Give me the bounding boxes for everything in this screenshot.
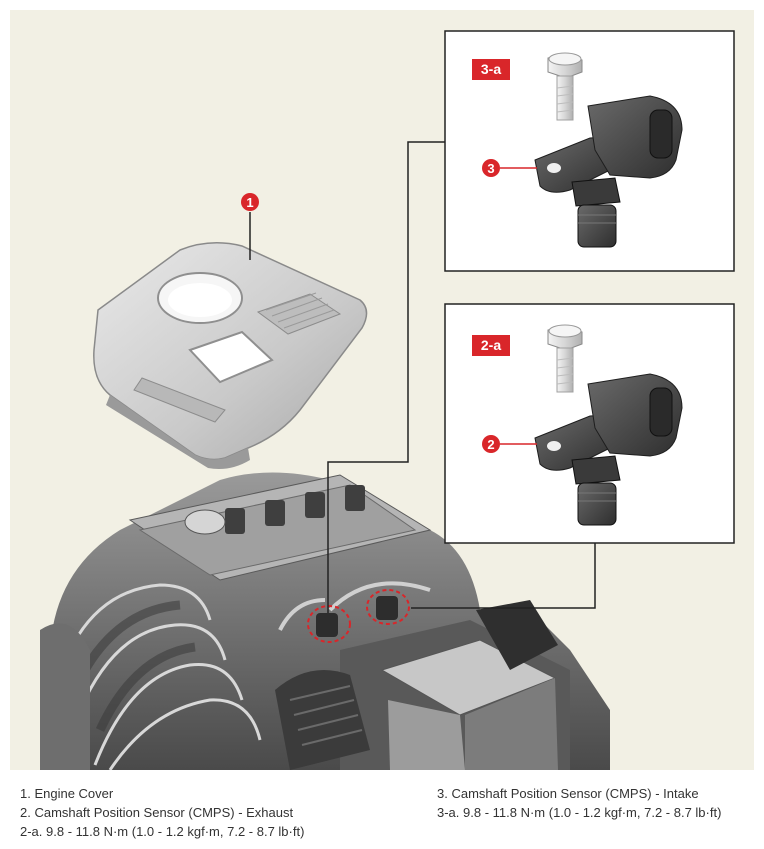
legend-item-2: 2. Camshaft Position Sensor (CMPS) - Exh… <box>20 805 294 820</box>
leader-lines <box>249 141 596 613</box>
engine-cover-illustration <box>93 242 368 469</box>
diagram-panel: 3-a 2-a 1 3 2 <box>10 10 754 770</box>
legend-item-3: 3. Camshaft Position Sensor (CMPS) - Int… <box>437 786 699 801</box>
exhaust-sensor-marker <box>307 605 351 643</box>
torque-tag-2a-label: 2-a <box>481 337 501 353</box>
legend-item-3a: 3-a. 9.8 - 11.8 N·m (1.0 - 1.2 kgf·m, 7.… <box>437 805 722 820</box>
torque-tag-2a: 2-a <box>472 335 510 356</box>
callout-1: 1 <box>241 193 259 211</box>
callout-3-label: 3 <box>487 161 494 176</box>
legend-item-1: 1. Engine Cover <box>20 786 114 801</box>
callout-2-label: 2 <box>487 437 494 452</box>
callout-1-label: 1 <box>246 195 253 210</box>
sensor-location-markers <box>307 589 410 643</box>
engine-assembly-illustration <box>40 472 610 770</box>
callout-2: 2 <box>482 435 500 453</box>
callout-3: 3 <box>482 159 500 177</box>
torque-tag-3a-label: 3-a <box>481 61 501 77</box>
parts-legend: 1. Engine Cover 2. Camshaft Position Sen… <box>0 770 764 849</box>
torque-tag-3a: 3-a <box>472 59 510 80</box>
intake-sensor-marker <box>366 589 410 625</box>
camshaft-sensor-illustration <box>534 95 683 248</box>
bolt-illustration <box>547 52 583 121</box>
bolt-illustration <box>547 324 583 393</box>
camshaft-sensor-illustration <box>534 373 683 526</box>
legend-item-2a: 2-a. 9.8 - 11.8 N·m (1.0 - 1.2 kgf·m, 7.… <box>20 824 305 839</box>
